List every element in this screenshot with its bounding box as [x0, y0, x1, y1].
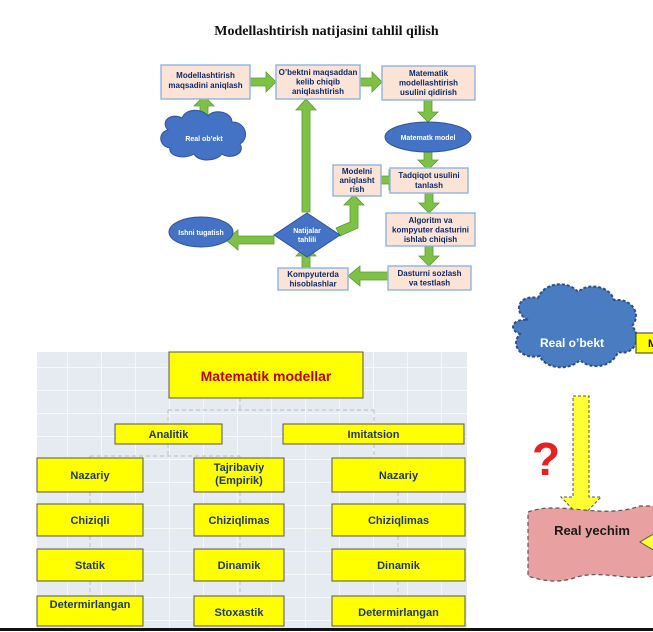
page-title: Modellashtirish natijasini tahlil qilish — [214, 24, 439, 39]
ellipse-math-model — [384, 121, 472, 153]
arrow-object-to-method — [359, 71, 383, 93]
col2-row4-box — [193, 595, 285, 627]
classification-diagram: Matematik modellar Analitik Imitatsion N… — [36, 351, 467, 628]
col1-row2-text: Chiziqli — [70, 515, 109, 527]
col2-row2-text: Chiziqlimas — [208, 515, 269, 527]
arrow-diamond-to-refine — [335, 194, 365, 237]
arrow-research-to-algorithm — [418, 192, 440, 214]
arrow-goal-to-object — [249, 71, 277, 93]
col2-row3-box — [193, 548, 285, 582]
classification-header-text: Matematik modellar — [201, 368, 332, 384]
arrow-diamond-to-object — [295, 98, 317, 213]
box-object-output — [275, 64, 361, 100]
col2-row2-box — [193, 503, 285, 537]
edge-label-text: M — [648, 338, 653, 350]
col1-row2-box — [36, 503, 144, 537]
arrow-diamond-to-finish — [225, 229, 275, 251]
col3-row2-text: Chiziqlimas — [368, 515, 429, 527]
col3-row4-text: Determirlangan — [358, 607, 439, 619]
result-pointer — [639, 533, 653, 551]
arrow-method-to-model — [417, 99, 439, 123]
col2-row4-text: Stoxastik — [215, 607, 265, 619]
question-mark: ? — [532, 433, 560, 485]
cloud-real-obekt — [512, 283, 638, 369]
category-imitatsion-text: Imitatsion — [348, 429, 400, 441]
arrow-model-to-research — [417, 151, 439, 171]
col3-row1-box — [331, 457, 466, 493]
result-text: Real yechim — [554, 523, 630, 538]
classification-header-box — [168, 351, 364, 399]
arrow-algorithm-to-debug — [418, 245, 440, 267]
col3-row2-box — [331, 503, 466, 537]
cloud-real-obekt-text: Real o’bekt — [540, 336, 604, 350]
col3-row3-text: Dinamik — [377, 560, 421, 572]
ellipse-finish-text: Ishni tugatish — [178, 230, 224, 237]
box-computations — [277, 267, 349, 291]
col2-row3-text: Dinamik — [218, 560, 262, 572]
ellipse-finish — [168, 216, 234, 248]
category-analitik-box — [114, 423, 223, 445]
col1-row1-box — [36, 457, 144, 493]
result-shape — [527, 505, 653, 582]
col1-row4-text: Determirlangan — [50, 599, 131, 611]
box-method — [381, 65, 476, 101]
diamond-analysis — [273, 212, 341, 258]
col2-row1-box — [193, 457, 285, 493]
classification-connectors — [89, 398, 399, 596]
arrow-debug-to-computations — [347, 265, 389, 287]
col3-row4-box — [331, 595, 466, 627]
category-imitatsion-box — [282, 423, 465, 445]
down-arrow — [559, 395, 603, 519]
box-refine-model — [332, 164, 382, 197]
bottom-divider — [0, 628, 653, 631]
col1-row1-text: Nazariy — [70, 470, 110, 482]
col3-row1-text: Nazariy — [379, 470, 419, 482]
box-research-method — [389, 167, 469, 194]
cloud-real-object-text: Real ob’ekt — [185, 136, 223, 143]
col3-row3-box — [331, 548, 466, 582]
col1-row3-text: Statik — [75, 560, 106, 572]
box-algorithm — [385, 212, 476, 247]
ellipse-math-model-text: Matematk model — [401, 135, 456, 142]
box-goal — [160, 64, 251, 100]
cloud-real-object — [160, 109, 247, 161]
col1-row3-box — [36, 548, 144, 582]
col1-row4-box — [36, 595, 144, 627]
category-analitik-text: Analitik — [149, 429, 190, 441]
right-diagram: Real o’bekt M ? Real yechim — [512, 283, 653, 582]
edge-label-box — [635, 332, 653, 354]
box-debug — [387, 265, 472, 291]
col2-row1-text: Tajribaviy(Empirik) — [214, 462, 265, 487]
